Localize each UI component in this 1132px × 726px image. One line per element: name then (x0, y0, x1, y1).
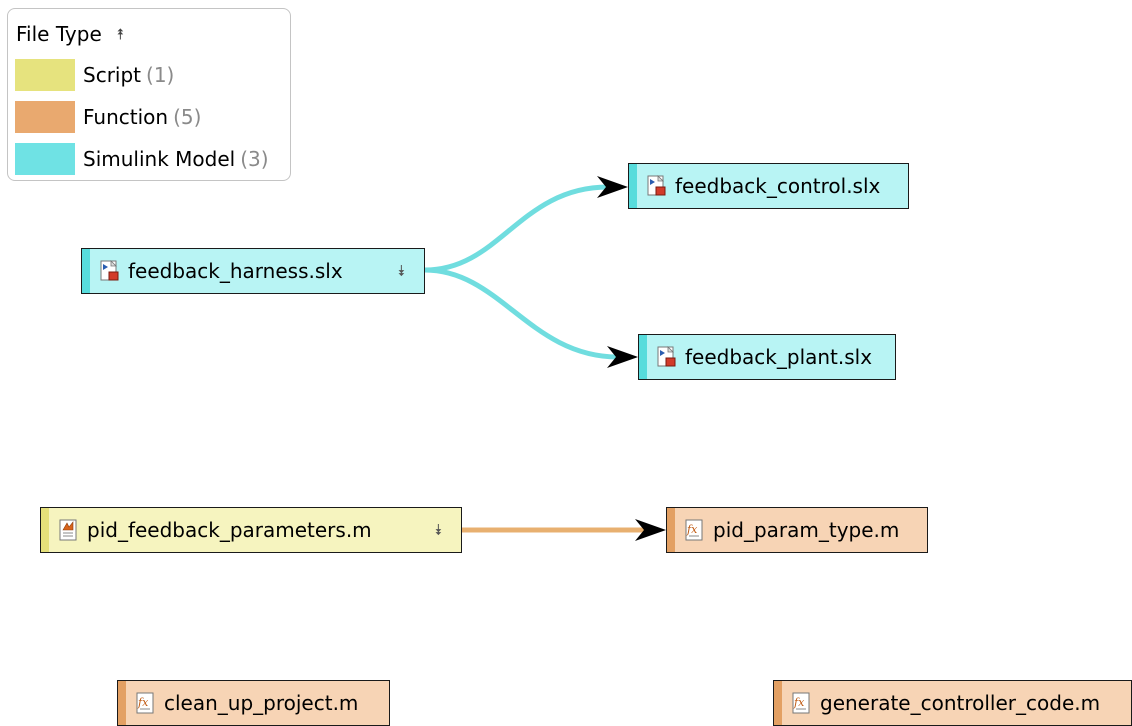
double-chevron-down-icon[interactable]: ⯯ (433, 521, 443, 539)
node-type-stripe (639, 335, 647, 379)
node-label: feedback_harness.slx (128, 259, 343, 283)
node-type-stripe (118, 681, 126, 725)
node-clean-up-project[interactable]: fx clean_up_project.m (117, 680, 390, 726)
node-label: feedback_control.slx (675, 174, 881, 198)
node-type-stripe (774, 681, 782, 725)
node-type-stripe (41, 508, 49, 552)
legend-item-label: Simulink Model (83, 147, 236, 171)
node-generate-controller-code[interactable]: fx generate_controller_code.m (773, 680, 1132, 726)
legend-item-label: Function (83, 105, 169, 129)
node-label: feedback_plant.slx (685, 345, 873, 369)
function-icon: fx (136, 692, 154, 714)
legend-title: File Type (16, 22, 102, 46)
node-type-stripe (629, 164, 637, 208)
simulink-model-icon (100, 260, 119, 281)
legend-item-count: (1) (146, 63, 175, 87)
function-icon: fx (685, 519, 703, 541)
node-label: pid_param_type.m (713, 518, 900, 542)
node-feedback-control[interactable]: feedback_control.slx (628, 163, 909, 209)
legend-item-count: (3) (240, 147, 269, 171)
legend-header: File Type ⯭ (16, 23, 125, 45)
node-label: clean_up_project.m (164, 691, 359, 715)
simulink-model-icon (657, 346, 676, 367)
legend-item-script[interactable]: Script (1) (15, 59, 174, 91)
node-pid-param-type[interactable]: fx pid_param_type.m (666, 507, 928, 553)
file-type-legend: File Type ⯭ Script (1) Function (5) Simu… (7, 8, 291, 181)
function-icon: fx (792, 692, 810, 714)
legend-item-function[interactable]: Function (5) (15, 101, 201, 133)
legend-item-label: Script (83, 63, 142, 87)
node-label: generate_controller_code.m (820, 691, 1101, 715)
edge-harness-to-plant[interactable] (424, 267, 619, 360)
node-feedback-plant[interactable]: feedback_plant.slx (638, 334, 896, 380)
svg-text:fx: fx (137, 696, 149, 709)
svg-text:fx: fx (686, 523, 698, 536)
edge-harness-to-control[interactable] (424, 184, 609, 273)
script-icon (59, 519, 77, 541)
svg-text:fx: fx (793, 696, 805, 709)
legend-item-simulink-model[interactable]: Simulink Model (3) (15, 143, 269, 175)
script-color-swatch (15, 59, 75, 91)
node-feedback-harness[interactable]: feedback_harness.slx ⯯ (81, 248, 425, 294)
double-chevron-down-icon[interactable]: ⯯ (396, 262, 406, 280)
arrowhead-plant (607, 346, 638, 368)
arrowhead-param-type (635, 519, 666, 541)
node-label: pid_feedback_parameters.m (87, 518, 372, 542)
simulink-model-icon (647, 175, 666, 196)
simulink-model-color-swatch (15, 143, 75, 175)
legend-item-count: (5) (173, 105, 202, 129)
function-color-swatch (15, 101, 75, 133)
node-pid-feedback-parameters[interactable]: pid_feedback_parameters.m ⯯ (40, 507, 462, 553)
arrowhead-control (597, 176, 628, 198)
node-type-stripe (667, 508, 675, 552)
node-type-stripe (82, 249, 90, 293)
double-chevron-up-icon[interactable]: ⯭ (115, 24, 125, 43)
